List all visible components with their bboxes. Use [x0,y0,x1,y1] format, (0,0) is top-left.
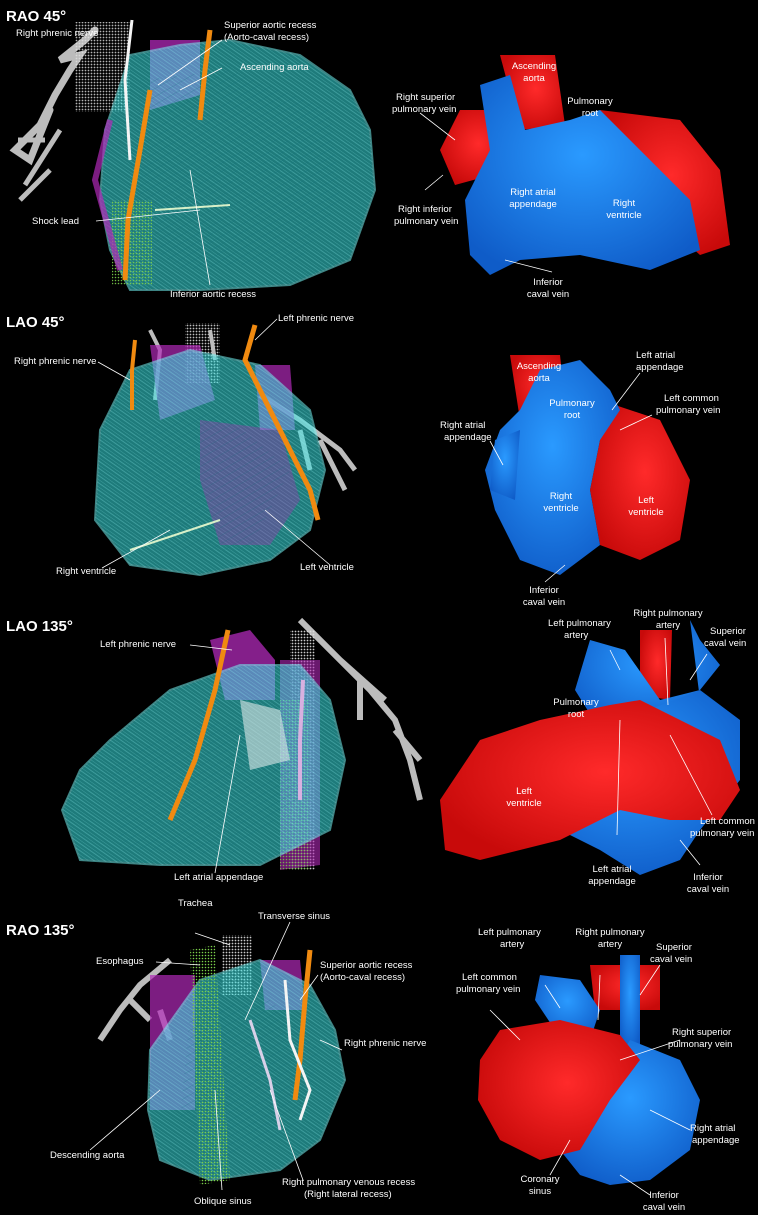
label-lpa-r2: artery [500,939,524,950]
label-lcpv-r1: Left common [462,972,517,983]
panel-title-lao135: LAO 135° [6,618,73,635]
label-rspv-r1: Right superior [672,1027,731,1038]
label-superior-aortic-recess: Superior aortic recess [224,20,316,31]
label-icv-r1: Inferior [676,872,740,883]
label-descending-aorta: Descending aorta [50,1150,124,1161]
label-rv-r1: Right [596,198,652,209]
label-rv-r2: ventricle [596,210,652,221]
label-lcpv-r1: Left common [664,393,719,404]
label-aorto-caval-recess: (Aorto-caval recess) [224,32,309,43]
label-rpa-r2: artery [628,620,708,631]
label-inferior-aortic-recess: Inferior aortic recess [170,289,256,300]
label-esophagus: Esophagus [96,956,144,967]
label-pulmonary-root-r1: Pulmonary [544,697,608,708]
label-raa-r2: appendage [692,1135,740,1146]
label-raa-r1: Right atrial [690,1123,735,1134]
label-icv-r1: Inferior [512,585,576,596]
label-right-phrenic-nerve: Right phrenic nerve [14,356,96,367]
label-lcpv-r2: pulmonary vein [690,828,754,839]
rao45-solid-heart [440,55,730,275]
label-left-phrenic-nerve: Left phrenic nerve [100,639,176,650]
label-lv-r2: ventricle [496,798,552,809]
label-icv-r1: Inferior [632,1190,696,1201]
label-lcpv-r2: pulmonary vein [656,405,720,416]
label-rv-r2: ventricle [533,503,589,514]
label-pulmonary-root-r2: root [558,108,622,119]
label-ascending-aorta-r2: aorta [502,73,566,84]
label-rv-r1: Right [533,491,589,502]
label-left-atrial-appendage: Left atrial appendage [174,872,263,883]
label-ripv-r2: pulmonary vein [394,216,458,227]
label-laa-r2: appendage [636,362,684,373]
label-lv-r1: Left [618,495,674,506]
label-ripv-r1: Right inferior [398,204,452,215]
label-rpa-r1: Right pulmonary [570,927,650,938]
label-right-phrenic-nerve: Right phrenic nerve [344,1038,426,1049]
lao45-solid-heart [485,355,690,575]
label-lpa-r1: Left pulmonary [478,927,541,938]
lao45-mesh-heart [95,323,355,575]
label-pulmonary-root-r2: root [540,410,604,421]
label-rpa-r2: artery [570,939,650,950]
label-pulmonary-root-r2: root [544,709,608,720]
label-right-lateral-recess: (Right lateral recess) [304,1189,392,1200]
label-trachea: Trachea [178,898,213,909]
label-transverse-sinus: Transverse sinus [258,911,330,922]
label-right-ventricle: Right ventricle [56,566,116,577]
label-left-ventricle: Left ventricle [300,562,354,573]
label-scv-r2: caval vein [650,954,692,965]
panel-title-rao45: RAO 45° [6,8,66,25]
label-pulmonary-root-r1: Pulmonary [540,398,604,409]
label-rpa-r1: Right pulmonary [628,608,708,619]
label-ascending-aorta-r2: aorta [508,373,570,384]
panel-title-rao135: RAO 135° [6,922,75,939]
label-laa-r1: Left atrial [580,864,644,875]
label-shock-lead: Shock lead [32,216,79,227]
label-icv-r2: caval vein [632,1202,696,1213]
label-icv-r2: caval vein [516,289,580,300]
label-ascending-aorta-r1: Ascending [508,361,570,372]
label-ascending-aorta: Ascending aorta [240,62,309,73]
label-lv-r1: Left [496,786,552,797]
label-icv-r2: caval vein [512,597,576,608]
label-laa-r2: appendage [580,876,644,887]
label-right-phrenic-nerve: Right phrenic nerve [16,28,98,39]
label-icv-r2: caval vein [676,884,740,895]
label-lcpv-r2: pulmonary vein [456,984,520,995]
label-left-phrenic-nerve: Left phrenic nerve [278,313,354,324]
label-lpa-r1: Left pulmonary [548,618,611,629]
label-rspv-r1: Right superior [396,92,455,103]
label-rspv-r2: pulmonary vein [392,104,456,115]
panel-title-lao45: LAO 45° [6,314,65,331]
label-rspv-r2: pulmonary vein [668,1039,732,1050]
label-cs-r2: sinus [512,1186,568,1197]
label-scv-r1: Superior [710,626,746,637]
label-cs-r1: Coronary [512,1174,568,1185]
lao135-mesh-heart [62,620,420,870]
label-rpvr: Right pulmonary venous recess [282,1177,415,1188]
label-raa-r1: Right atrial [498,187,568,198]
label-raa-r2: appendage [444,432,492,443]
label-scv-r2: caval vein [704,638,746,649]
label-pulmonary-root-r1: Pulmonary [558,96,622,107]
label-ascending-aorta-r1: Ascending [502,61,566,72]
rao45-mesh-heart [15,20,375,290]
label-oblique-sinus: Oblique sinus [194,1196,252,1207]
label-raa-r1: Right atrial [440,420,485,431]
rao135-mesh-heart [100,935,345,1185]
label-laa-r1: Left atrial [636,350,675,361]
label-raa-r2: appendage [498,199,568,210]
label-lv-r2: ventricle [618,507,674,518]
label-scv-r1: Superior [656,942,692,953]
label-icv-r1: Inferior [516,277,580,288]
label-aorto-caval-recess: (Aorto-caval recess) [320,972,405,983]
label-superior-aortic-recess: Superior aortic recess [320,960,412,971]
label-lpa-r2: artery [564,630,588,641]
label-lcpv-r1: Left common [700,816,755,827]
